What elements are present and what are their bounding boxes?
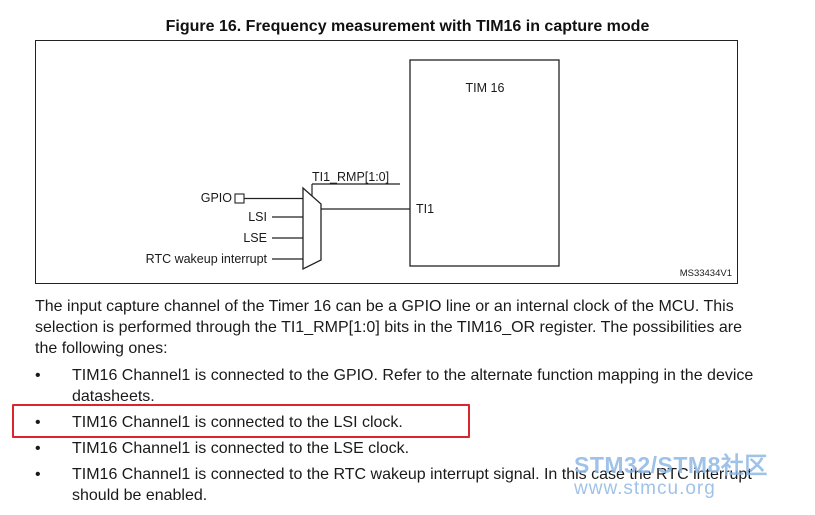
bullet-item-lsi: TIM16 Channel1 is connected to the LSI c… — [35, 412, 755, 433]
bullet-item-lse: TIM16 Channel1 is connected to the LSE c… — [35, 438, 755, 459]
input-lsi-label: LSI — [248, 210, 267, 224]
body-section: The input capture channel of the Timer 1… — [35, 296, 755, 511]
figure-title: Figure 16. Frequency measurement with TI… — [165, 18, 650, 35]
ti1-label: TI1 — [416, 202, 434, 216]
input-lse-label: LSE — [243, 231, 267, 245]
highlight-box — [12, 404, 470, 438]
bullet-item-gpio: TIM16 Channel1 is connected to the GPIO.… — [35, 365, 755, 407]
bullet-item-rtc: TIM16 Channel1 is connected to the RTC w… — [35, 464, 755, 506]
multiplexer — [302, 186, 322, 271]
tim16-label: TIM 16 — [466, 81, 505, 95]
block-diagram: TIM 16 TI1_RMP[1:0] TI1 GPIO LSI LSE RTC… — [146, 59, 560, 271]
mux-select-label: TI1_RMP[1:0] — [312, 170, 389, 184]
bullet-list: TIM16 Channel1 is connected to the GPIO.… — [35, 365, 755, 506]
input-gpio-label: GPIO — [201, 191, 233, 205]
intro-paragraph: The input capture channel of the Timer 1… — [35, 298, 743, 357]
input-rtc-label: RTC wakeup interrupt — [146, 252, 268, 266]
tim16-block — [409, 59, 560, 267]
figure-id: MS33434V1 — [679, 268, 732, 279]
figure-diagram: TIM 16 TI1_RMP[1:0] TI1 GPIO LSI LSE RTC… — [35, 40, 738, 284]
gpio-pin-icon — [234, 193, 245, 204]
